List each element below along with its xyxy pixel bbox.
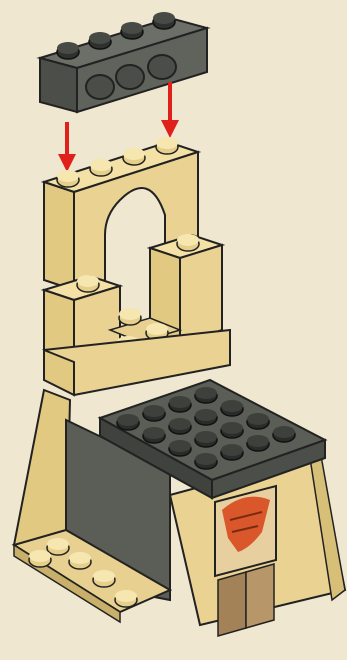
plate-stud-top: [195, 431, 217, 443]
plate-stud-top: [221, 422, 243, 434]
plate-stud-top: [169, 418, 191, 430]
plate-stud-top: [169, 396, 191, 408]
plate-stud-top: [247, 435, 269, 447]
plate-stud-top: [195, 409, 217, 421]
plate-stud-top: [117, 414, 139, 426]
plate-stud-top: [195, 387, 217, 399]
plate-stud-top: [169, 440, 191, 452]
plate-stud-top: [195, 453, 217, 465]
printed-tile: [215, 486, 276, 576]
plate-stud-top: [221, 444, 243, 456]
plate-stud-top: [143, 405, 165, 417]
plate-stud-top: [143, 427, 165, 439]
plate-stud-top: [221, 400, 243, 412]
plate-stud-top: [273, 426, 295, 438]
plate-stud-top: [247, 413, 269, 425]
